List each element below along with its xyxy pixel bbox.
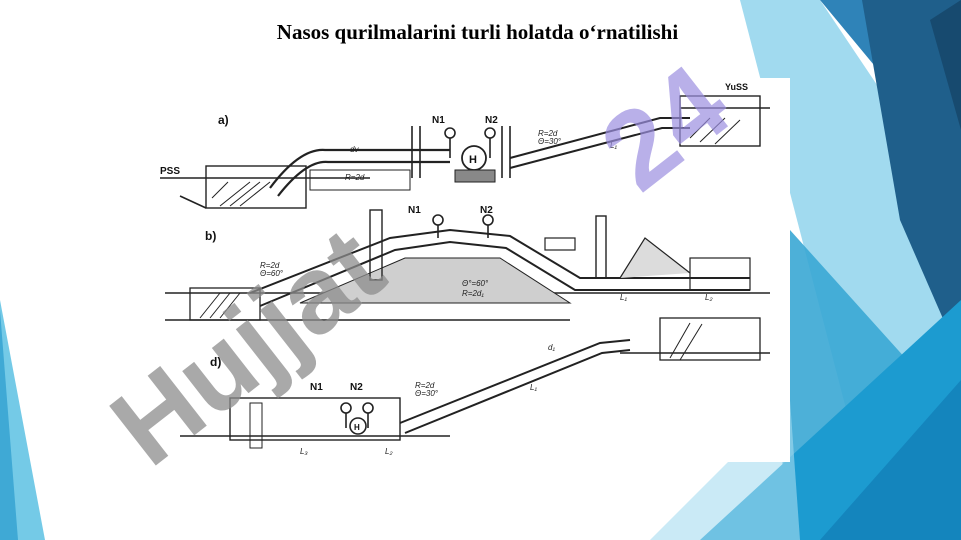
label-n2-d: N2 <box>350 382 363 393</box>
label-n2-b: N2 <box>480 205 493 216</box>
svg-text:Θ=60°: Θ=60° <box>260 269 284 278</box>
label-n1-a: N1 <box>432 115 445 126</box>
svg-text:L₂: L₂ <box>705 293 713 302</box>
label-n1-d: N1 <box>310 382 323 393</box>
svg-text:Θ°=60°: Θ°=60° <box>462 279 489 288</box>
pump-label-a: H <box>469 154 477 166</box>
svg-text:Θ=30°: Θ=30° <box>415 389 439 398</box>
svg-text:R=2d: R=2d <box>260 261 280 270</box>
svg-text:R=2d: R=2d <box>415 381 435 390</box>
label-yuss: YuSS <box>725 82 748 92</box>
label-pss: PSS <box>160 166 180 177</box>
panel-label-d: d) <box>210 355 221 369</box>
panel-label-a: a) <box>218 113 229 127</box>
svg-text:L₁: L₁ <box>610 141 617 150</box>
svg-text:L₁: L₁ <box>620 293 627 302</box>
svg-text:d₁: d₁ <box>548 343 555 352</box>
slide-title: Nasos qurilmalarini turli holatda o‘rnat… <box>276 20 679 44</box>
panel-label-b: b) <box>205 229 216 243</box>
svg-text:Θ=30°: Θ=30° <box>538 137 562 146</box>
label-n2-a: N2 <box>485 115 498 126</box>
svg-text:R=2d: R=2d <box>345 173 365 182</box>
svg-text:L₃: L₃ <box>300 447 308 456</box>
svg-text:R=2d₁: R=2d₁ <box>462 289 484 298</box>
label-n1-b: N1 <box>408 205 421 216</box>
svg-text:R=2d: R=2d <box>538 129 558 138</box>
svg-text:L₁: L₁ <box>530 383 537 392</box>
svg-text:L₂: L₂ <box>385 447 393 456</box>
label-dv: dv <box>350 145 359 154</box>
pump-label-d: H <box>354 423 360 432</box>
pump-installation-diagram: a) PSS R=2d dv H N1 N2 R= <box>150 78 790 462</box>
